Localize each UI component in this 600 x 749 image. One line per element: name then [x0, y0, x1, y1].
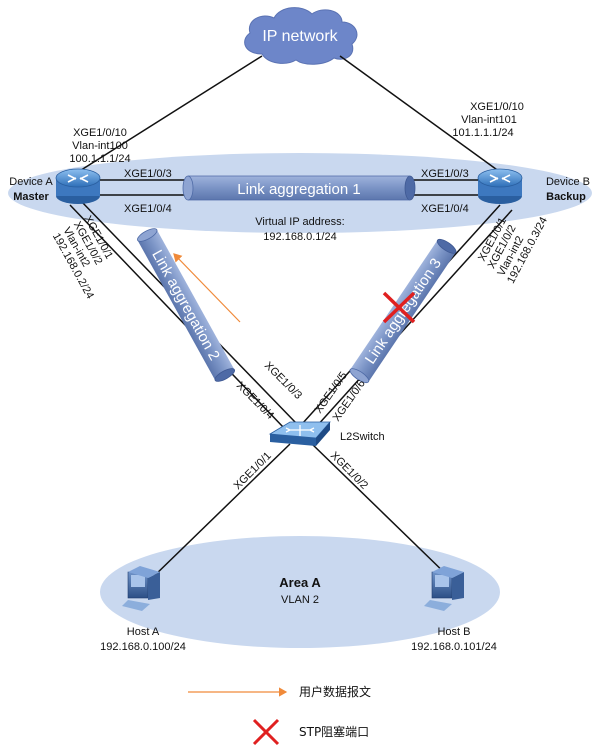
- legend-traffic-label: 用户数据报文: [299, 684, 371, 699]
- device-a-uplink-ip: 100.1.1.1/24: [69, 153, 130, 165]
- device-a-role: Master: [13, 191, 49, 203]
- device-b-uplink-vlan: Vlan-int101: [461, 114, 517, 126]
- device-b-uplink-port: XGE1/0/10: [470, 101, 524, 113]
- device-a-lag1-port-1: XGE1/0/3: [124, 168, 172, 180]
- lag2-label: Link aggregation 2: [148, 247, 223, 363]
- device-b-lag1-port-2: XGE1/0/4: [421, 203, 469, 215]
- host-b-pc-icon[interactable]: [424, 566, 464, 611]
- device-b-lag1-port-1: XGE1/0/3: [421, 168, 469, 180]
- area-title: Area A: [279, 575, 321, 590]
- stp-blocked-icon: [382, 291, 416, 324]
- legend: 用户数据报文 STP阻塞端口: [188, 684, 371, 746]
- lag3-link-2: [315, 209, 513, 428]
- host-a-ip: 192.168.0.100/24: [100, 641, 186, 653]
- device-a-uplink-port: XGE1/0/10: [73, 127, 127, 139]
- l2switch-name: L2Switch: [340, 431, 385, 443]
- l2switch-port-host-a: XGE1/0/1: [232, 450, 274, 492]
- host-b-link: [311, 443, 453, 581]
- device-a-uplink-vlan: Vlan-int100: [72, 140, 128, 152]
- link-aggregation-1: Link aggregation 1: [182, 175, 416, 201]
- device-b-uplink: [339, 55, 501, 173]
- ip-network-cloud: IP network: [244, 7, 358, 65]
- lag1-label: Link aggregation 1: [237, 181, 360, 198]
- link-aggregation-2: Link aggregation 2: [137, 228, 235, 382]
- l2switch-port-host-b: XGE1/0/2: [328, 450, 370, 492]
- device-b-name: Device B: [546, 176, 590, 188]
- device-a-uplink: [77, 55, 263, 173]
- host-a-pc-icon[interactable]: [122, 566, 160, 611]
- device-b-uplink-ip: 101.1.1.1/24: [452, 127, 513, 139]
- host-b-name: Host B: [437, 626, 470, 638]
- virtual-ip-caption: Virtual IP address:: [255, 216, 344, 228]
- area-vlan: VLAN 2: [281, 594, 319, 606]
- l2switch-icon[interactable]: [268, 421, 331, 446]
- device-a-downlink-labels: XGE1/0/1 XGE1/0/2 Vlan-int2 192.168.0.2/…: [50, 214, 115, 301]
- legend-stp-label: STP阻塞端口: [299, 724, 369, 739]
- legend-stp-blocked-icon: [252, 718, 280, 746]
- l2switch-port-3: XGE1/0/3: [262, 360, 304, 402]
- device-a-name: Device A: [9, 176, 53, 188]
- device-b-role: Backup: [546, 191, 586, 203]
- host-a-name: Host A: [127, 626, 160, 638]
- device-a-lag1-port-2: XGE1/0/4: [124, 203, 172, 215]
- device-a-router-icon[interactable]: [55, 168, 101, 204]
- virtual-ip-address: 192.168.0.1/24: [263, 231, 336, 243]
- area-a-ellipse: [100, 536, 500, 648]
- traffic-flow-arrow: [173, 253, 241, 323]
- lag2-link-2: [69, 204, 285, 429]
- host-a-link: [149, 443, 291, 581]
- cloud-label: IP network: [262, 28, 338, 45]
- l2switch-port-4: XGE1/0/4: [234, 380, 276, 422]
- host-b-ip: 192.168.0.101/24: [411, 641, 497, 653]
- device-b-router-icon[interactable]: [477, 168, 523, 204]
